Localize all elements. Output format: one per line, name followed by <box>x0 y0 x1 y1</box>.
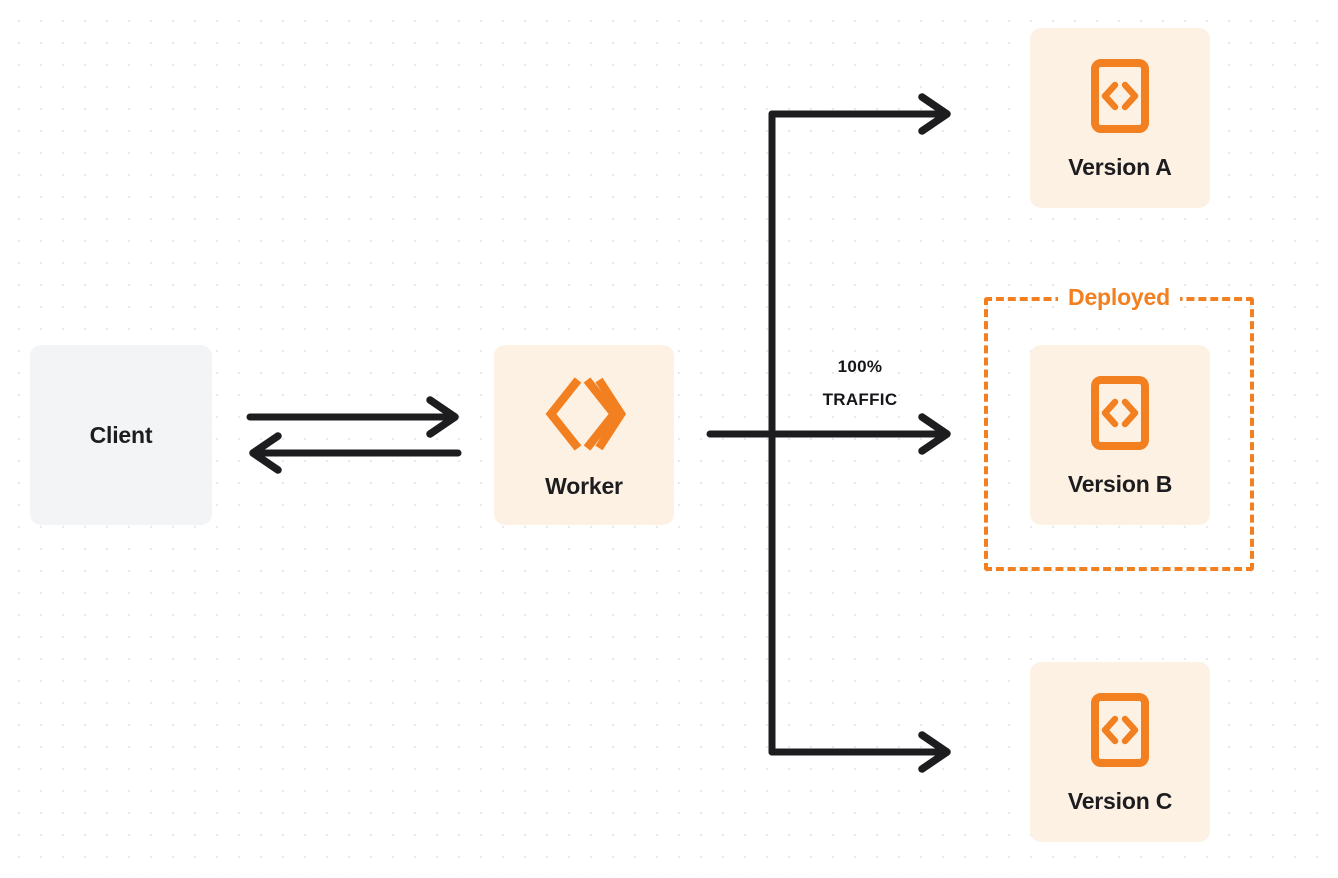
node-version-a-label: Version A <box>1068 153 1172 180</box>
cloudflare-workers-logo-icon <box>541 373 627 455</box>
node-version-b-label: Version B <box>1067 470 1173 497</box>
edge-worker-to-version-b <box>706 413 951 455</box>
node-client[interactable]: Client <box>30 345 212 525</box>
code-brackets-document-icon <box>1090 692 1150 768</box>
traffic-caption: TRAFFIC <box>822 390 898 410</box>
node-worker-label: Worker <box>545 472 623 499</box>
edge-worker-to-client <box>249 432 462 474</box>
edge-client-to-worker <box>246 396 459 438</box>
traffic-percent: 100% <box>837 357 883 376</box>
edge-worker-to-version-a <box>768 93 951 135</box>
code-brackets-document-icon <box>1090 375 1150 451</box>
node-client-label: Client <box>89 421 153 448</box>
deployed-group-container: Deployed <box>984 284 1254 571</box>
node-version-a[interactable]: Version A <box>1030 28 1210 208</box>
traffic-split-label: 100% TRAFFIC <box>790 350 930 416</box>
deployed-group-label: Deployed <box>1058 284 1180 312</box>
edge-worker-to-version-c <box>768 731 951 773</box>
node-version-c-label: Version C <box>1067 787 1173 814</box>
node-version-b[interactable]: Version B <box>1030 345 1210 525</box>
node-version-c[interactable]: Version C <box>1030 662 1210 842</box>
node-worker[interactable]: Worker <box>494 345 674 525</box>
code-brackets-document-icon <box>1090 58 1150 134</box>
